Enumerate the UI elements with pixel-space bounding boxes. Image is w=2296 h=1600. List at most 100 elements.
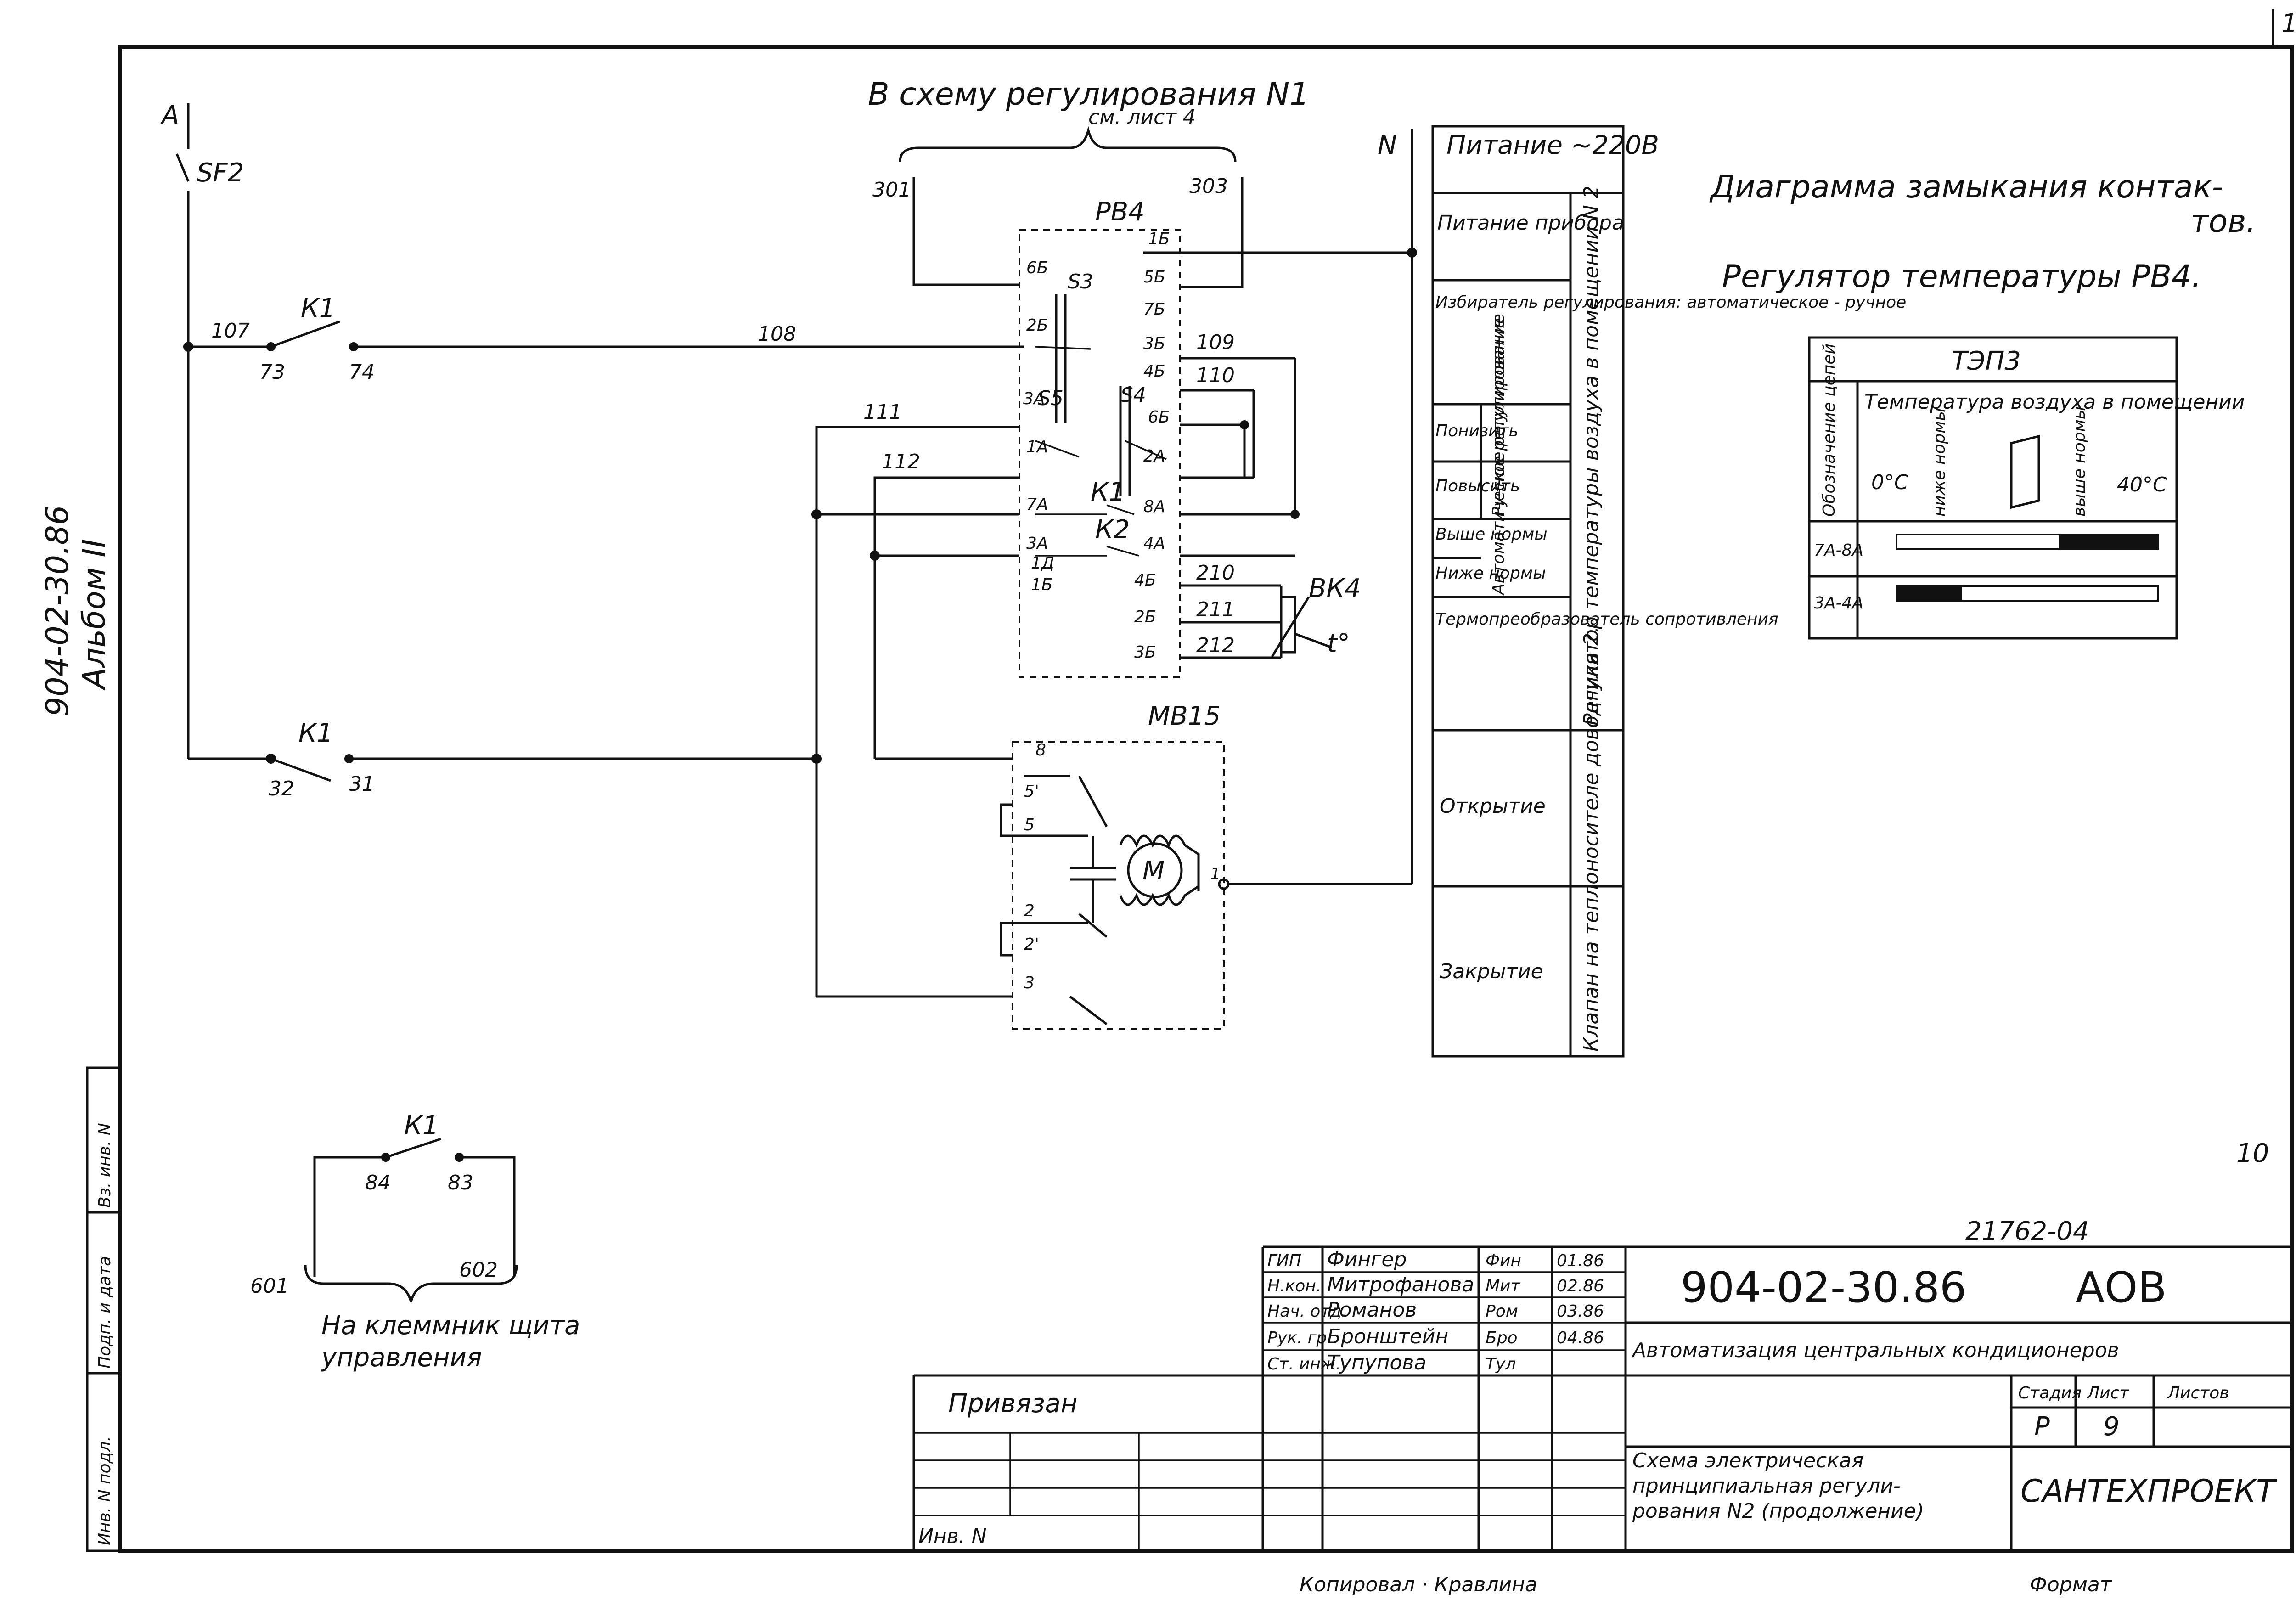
page-number: 10 xyxy=(2236,1138,2269,1168)
schematic-header-sub: см. лист 4 xyxy=(1088,106,1196,129)
legend-row-4: Выше нормы xyxy=(1435,525,1548,544)
strip-sign-label: Подп. и дата xyxy=(96,1256,114,1369)
tb-name-0: Фингер xyxy=(1327,1248,1407,1271)
switch-s4: S4 xyxy=(1120,383,1146,407)
pin-right-2: 5Б xyxy=(1143,268,1165,287)
diagram-title-1: Диаграмма замыкания контак- xyxy=(1709,169,2223,205)
tb-org: САНТЕХПРОЕКТ xyxy=(2020,1473,2277,1510)
pin-right-1: 1Б xyxy=(1148,230,1170,248)
pin-left-2: 2Б xyxy=(1026,316,1048,335)
tb-sheet: 9 xyxy=(2103,1412,2120,1442)
wire-303: 303 xyxy=(1189,175,1228,198)
wire-210: 210 xyxy=(1196,561,1235,585)
format-label: Формат xyxy=(2030,1573,2112,1596)
actuator-label: МВ15 xyxy=(1148,701,1221,731)
cd-row-1-name: 3А-4А xyxy=(1814,594,1863,613)
diagram-title-2: тов. xyxy=(2190,203,2256,240)
tb-role-0: ГИП xyxy=(1267,1251,1301,1270)
pin-right-5: 4Б xyxy=(1143,362,1165,381)
tb-project: Автоматизация центральных кондиционеров xyxy=(1631,1339,2119,1362)
tb-bound: Привязан xyxy=(948,1389,1077,1419)
actuator-pin-5: 5 xyxy=(1024,816,1035,834)
wire-108: 108 xyxy=(758,322,796,346)
cd-below-norm: ниже нормы xyxy=(1930,408,1949,517)
tb-sheet-hdr: Лист xyxy=(2086,1384,2129,1403)
tb-main-suffix: АОВ xyxy=(2076,1263,2167,1312)
tb-sign-1: Мит xyxy=(1486,1277,1520,1296)
aux-w601: 601 xyxy=(250,1274,289,1298)
wire-110: 110 xyxy=(1196,364,1235,387)
pin-right-4: 3Б xyxy=(1143,334,1165,353)
tb-date-2: 03.86 xyxy=(1557,1302,1604,1321)
neutral-label: N xyxy=(1378,130,1397,160)
sensor-symbol: t° xyxy=(1327,629,1350,659)
pin-right-6: 6Б xyxy=(1148,408,1170,427)
legend-row-7: Открытие xyxy=(1440,794,1546,818)
actuator-pin-2p: 2' xyxy=(1024,935,1039,954)
legend-vertical-upper: Регулятор температуры воздуха в помещени… xyxy=(1580,186,1603,726)
pin-left-4: 1А xyxy=(1026,438,1048,456)
tb-name-3: Бронштейн xyxy=(1327,1325,1448,1348)
actuator-pin-1: 1 xyxy=(1210,865,1221,884)
aux-w602: 602 xyxy=(459,1258,498,1282)
legend-row-3: Повысить xyxy=(1435,477,1520,496)
cd-above-norm: выше нормы xyxy=(2070,406,2089,517)
legend-sub-manual: Ручное регулирование xyxy=(1489,318,1508,517)
switch-s3: S3 xyxy=(1068,270,1093,293)
actuator-pin-5p: 5' xyxy=(1024,782,1039,801)
pin-left-8: 1Б xyxy=(1031,575,1053,594)
tb-main-code: 904-02-30.86 xyxy=(1681,1263,1966,1312)
regulator-label: РВ4 xyxy=(1095,197,1145,227)
pin-right-10: 4Б xyxy=(1134,571,1156,590)
relay-k1-a: К1 xyxy=(301,293,335,323)
actuator-pin-3: 3 xyxy=(1024,974,1035,992)
term-32: 32 xyxy=(269,777,294,800)
relay-k1-b: К1 xyxy=(298,718,333,748)
doc-number: 21762-04 xyxy=(1965,1217,2089,1246)
strip-inv-label: Инв. N подл. xyxy=(96,1436,114,1545)
pin-left-7: 1Д xyxy=(1031,554,1054,573)
phase-label: А xyxy=(160,101,179,130)
cd-t-high: 40°С xyxy=(2117,473,2167,496)
tb-role-1: Н.кон. xyxy=(1267,1277,1321,1296)
term-74: 74 xyxy=(349,361,375,384)
pin-right-8: 8А xyxy=(1143,497,1165,516)
side-code: 904-02-30.86 xyxy=(39,505,76,716)
pin-right-11: 2Б xyxy=(1134,608,1156,626)
tb-date-0: 01.86 xyxy=(1557,1251,1604,1270)
copied-by: Копировал · Кравлина xyxy=(1300,1573,1537,1596)
cd-row-1-closed-bar xyxy=(1896,586,1962,601)
actuator-pin-8: 8 xyxy=(1035,741,1046,760)
schematic-header: В схему регулирования N1 xyxy=(868,76,1309,113)
wire-211: 211 xyxy=(1196,598,1235,621)
breaker-label: SF2 xyxy=(197,158,244,188)
wire-212: 212 xyxy=(1196,634,1235,657)
pin-right-9: 4А xyxy=(1143,534,1165,553)
tb-name-2: Романов xyxy=(1327,1298,1417,1322)
cd-header: ТЭП3 xyxy=(1952,346,2021,376)
pin-left-5: 7А xyxy=(1026,495,1048,514)
wire-109: 109 xyxy=(1196,331,1235,354)
legend-vertical-lower: Клапан на теплоносителе доводчика 2. xyxy=(1580,626,1603,1052)
aux-t84: 84 xyxy=(365,1171,391,1194)
wire-301: 301 xyxy=(872,178,911,202)
tb-role-4: Ст. инж. xyxy=(1267,1355,1341,1374)
frame: 1C xyxy=(118,9,2296,1553)
pin-left-6: 3А xyxy=(1026,534,1048,553)
pin-left-3: 3А xyxy=(1023,389,1045,408)
term-31: 31 xyxy=(349,772,375,796)
legend-row-1: Избиратель регулирования: автоматическое… xyxy=(1435,293,1906,312)
tb-sign-3: Бро xyxy=(1486,1329,1518,1347)
pin-right-7: 2А xyxy=(1143,447,1165,466)
legend-row-5: Ниже нормы xyxy=(1435,564,1546,583)
tb-drawing-title-1: Схема электрическая xyxy=(1632,1449,1863,1472)
term-73: 73 xyxy=(259,361,285,384)
motor-symbol: М xyxy=(1142,856,1165,886)
title-block: 10 21762-04 ГИП Н.кон. Нач. отд. xyxy=(912,1138,2292,1551)
side-album: Альбом II xyxy=(76,539,113,691)
pin-right-3: 7Б xyxy=(1143,300,1165,319)
wire-107: 107 xyxy=(211,319,250,343)
wire-112: 112 xyxy=(882,450,920,473)
tb-sign-4: Тул xyxy=(1486,1355,1516,1374)
